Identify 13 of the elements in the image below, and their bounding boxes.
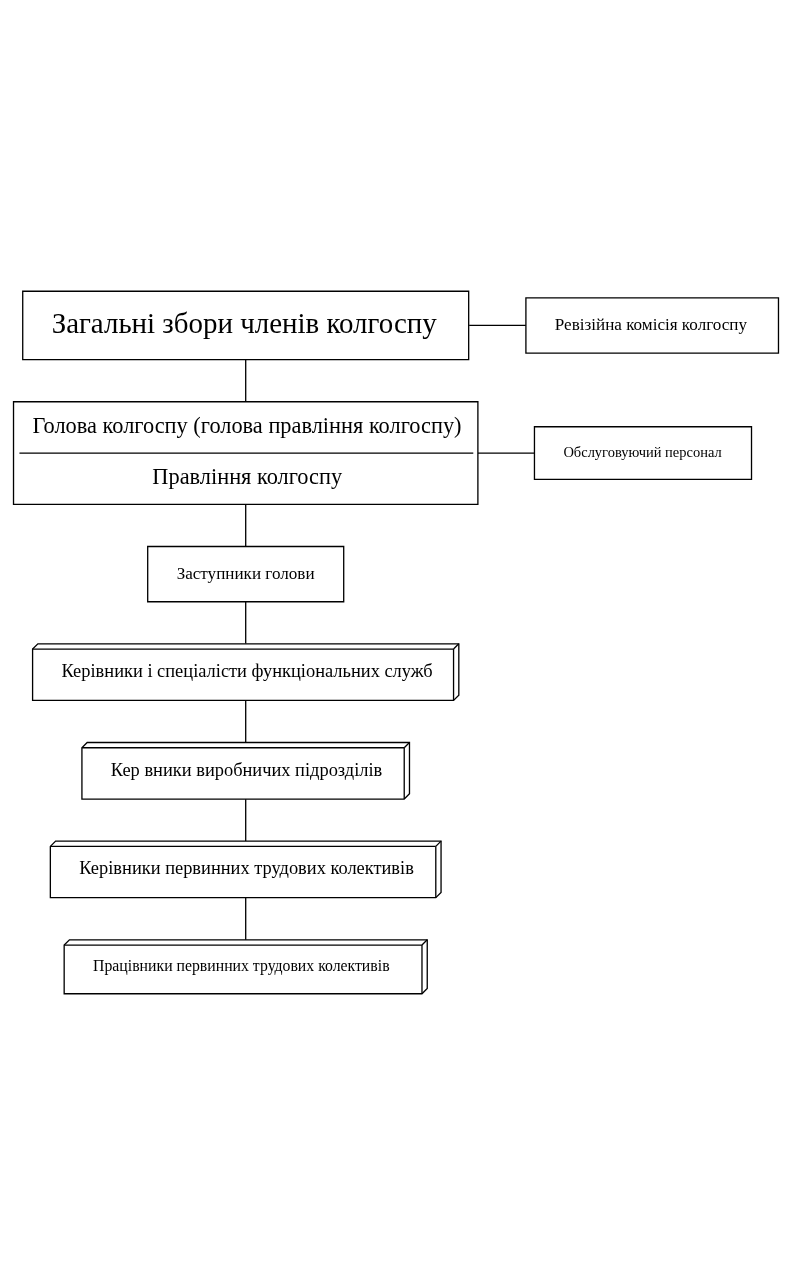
node-box: Заступники голови: [147, 545, 345, 602]
node-box: Загальні збори членів колгоспу: [22, 290, 470, 360]
connector: [245, 503, 247, 547]
node-box: Ревізійна комісія колгоспу: [525, 296, 780, 354]
connector: [245, 798, 247, 842]
connector: [468, 324, 527, 326]
connector: [477, 451, 536, 454]
connector: [245, 600, 247, 644]
connector: [245, 699, 247, 743]
node-box: Обслуговуючий персонал: [533, 425, 753, 480]
connector: [245, 896, 247, 940]
node-box: Голова колгоспу (голова правління колгоспу) Правління колгоспу: [12, 400, 479, 505]
connector: [245, 358, 247, 402]
